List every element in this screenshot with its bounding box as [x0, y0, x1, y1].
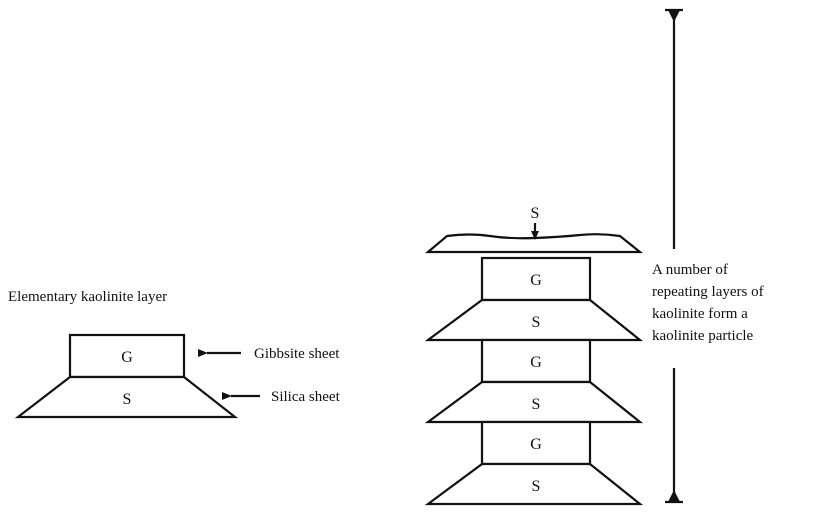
gibbsite-letter: G	[121, 349, 133, 366]
silica-letter: S	[123, 391, 132, 408]
stack-gibbsite-sheet-1	[480, 256, 592, 302]
description-line: kaolinite form a	[652, 306, 748, 322]
elementary-layer-title: Elementary kaolinite layer	[8, 289, 167, 305]
gibbsite-sheet-label: Gibbsite sheet	[254, 346, 340, 362]
stack-sheet-letter: S	[532, 478, 541, 495]
particle-description: A number of repeating layers of kaolinit…	[652, 262, 764, 344]
stack-silica-sheet-1	[424, 298, 644, 342]
stack-sheet-letter: G	[530, 436, 542, 453]
gibbsite-sheet-shape	[68, 333, 186, 379]
description-line: kaolinite particle	[652, 328, 754, 344]
top-silica-letter: S	[531, 205, 540, 222]
top-silica-pointer-head	[531, 231, 539, 240]
silica-sheet-label: Silica sheet	[271, 389, 341, 405]
stack-sheet-letter: G	[530, 272, 542, 289]
stack-silica-sheet-2	[424, 380, 644, 424]
stack-sheet-letter: S	[532, 396, 541, 413]
stack-sheet-letter: G	[530, 354, 542, 371]
elementary-layer: Elementary kaolinite layer G S Gibbsite …	[8, 289, 341, 419]
particle-dimension-line	[665, 8, 683, 504]
silica-sheet-shape	[14, 375, 239, 419]
description-line: repeating layers of	[652, 284, 764, 300]
stack-silica-sheet-3	[424, 462, 644, 506]
description-line: A number of	[652, 262, 728, 278]
dimension-bottom-arrowhead	[668, 490, 680, 502]
stack-sheet-letter: S	[532, 314, 541, 331]
kaolinite-particle-stack: S G S G S G S	[424, 205, 644, 506]
stack-gibbsite-sheet-3	[480, 420, 592, 466]
